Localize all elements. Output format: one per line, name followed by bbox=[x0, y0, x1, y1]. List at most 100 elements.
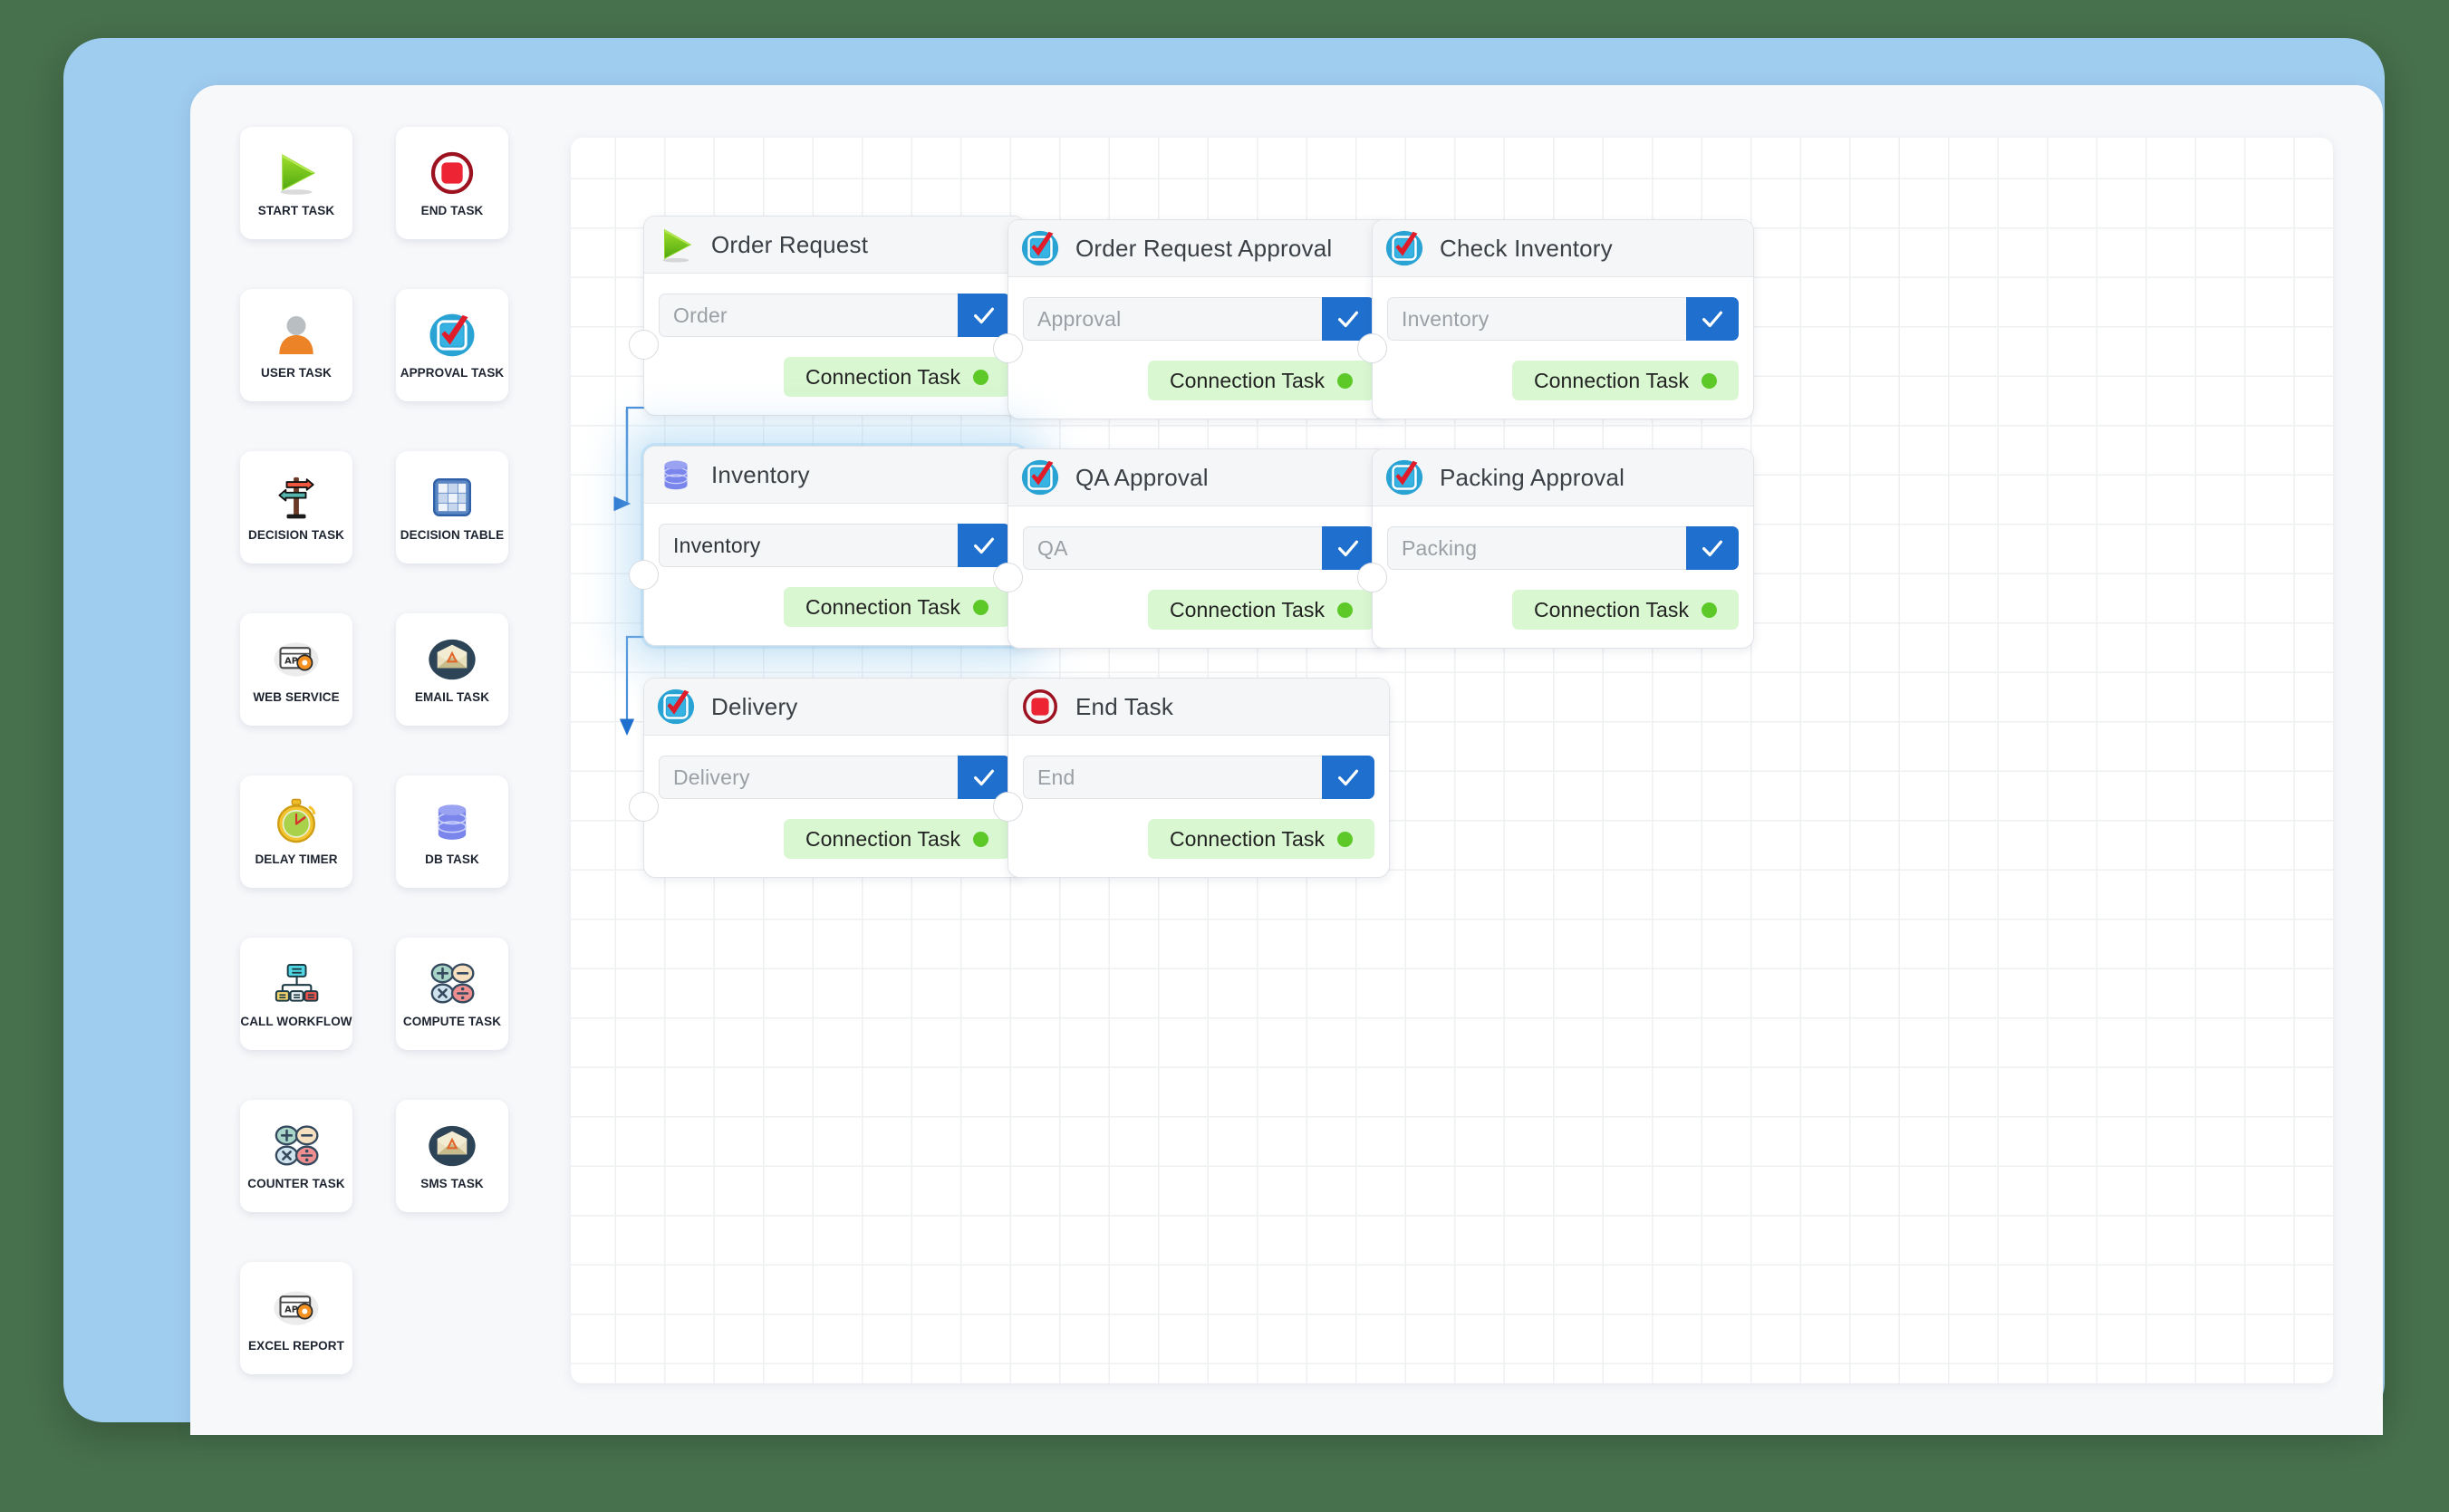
palette-item-call-workflow[interactable]: CALL WORKFLOW bbox=[240, 938, 352, 1050]
palette-item-label: END TASK bbox=[420, 204, 484, 218]
web-service-icon: API bbox=[268, 634, 324, 685]
palette-item-user-task[interactable]: USER TASK bbox=[240, 289, 352, 401]
node-confirm-button[interactable] bbox=[1686, 526, 1739, 570]
device-bezel: START TASK END TASK USER TASK APPROVAL TASK… bbox=[63, 38, 2385, 1435]
palette-item-compute-task[interactable]: COMPUTE TASK bbox=[396, 938, 508, 1050]
palette-item-delay-timer[interactable]: DELAY TIMER bbox=[240, 775, 352, 888]
db-task-icon bbox=[655, 454, 697, 496]
node-input-port[interactable] bbox=[993, 792, 1023, 822]
node-field-row: Packing bbox=[1387, 526, 1739, 570]
node-name-input[interactable]: QA bbox=[1023, 526, 1322, 570]
node-name-input[interactable]: Order bbox=[659, 294, 958, 337]
connection-output-port[interactable] bbox=[1702, 372, 1718, 389]
node-confirm-button[interactable] bbox=[958, 756, 1010, 799]
connection-task-badge[interactable]: Connection Task bbox=[784, 819, 1010, 859]
node-input-port[interactable] bbox=[629, 792, 659, 822]
node-name-input[interactable]: Packing bbox=[1387, 526, 1686, 570]
node-field-row: QA bbox=[1023, 526, 1374, 570]
node-input-port[interactable] bbox=[629, 560, 659, 590]
connection-task-badge[interactable]: Connection Task bbox=[1148, 819, 1374, 859]
call-workflow-icon bbox=[268, 958, 324, 1009]
node-input-port[interactable] bbox=[993, 563, 1023, 592]
node-name-input[interactable]: Delivery bbox=[659, 756, 958, 799]
node-name-input[interactable]: Inventory bbox=[1387, 297, 1686, 341]
node-name-input[interactable]: Approval bbox=[1023, 297, 1322, 341]
palette-item-db-task[interactable]: DB TASK bbox=[396, 775, 508, 888]
node-title: Check Inventory bbox=[1440, 234, 1613, 262]
node-input-port[interactable] bbox=[1357, 563, 1387, 592]
delay-timer-icon bbox=[268, 796, 324, 847]
node-confirm-button[interactable] bbox=[1322, 756, 1374, 799]
connection-task-badge[interactable]: Connection Task bbox=[1512, 590, 1739, 630]
approval-task-icon bbox=[1019, 457, 1061, 498]
connection-output-port[interactable] bbox=[1337, 602, 1354, 618]
node-field-row: Approval bbox=[1023, 297, 1374, 341]
palette-item-start-task[interactable]: START TASK bbox=[240, 127, 352, 239]
db-task-icon bbox=[424, 796, 480, 847]
connection-task-label: Connection Task bbox=[1169, 597, 1326, 621]
connection-output-port[interactable] bbox=[973, 831, 989, 847]
palette-item-end-task[interactable]: END TASK bbox=[396, 127, 508, 239]
connection-output-port[interactable] bbox=[1702, 602, 1718, 618]
connection-task-badge[interactable]: Connection Task bbox=[784, 357, 1010, 397]
palette-item-decision-table[interactable]: DECISION TABLE bbox=[396, 451, 508, 563]
palette-item-decision-task[interactable]: DECISION TASK bbox=[240, 451, 352, 563]
node-confirm-button[interactable] bbox=[1322, 526, 1374, 570]
connection-task-badge[interactable]: Connection Task bbox=[1148, 590, 1374, 630]
node-field-row: Inventory bbox=[1387, 297, 1739, 341]
palette-item-sms-task[interactable]: SMS TASK bbox=[396, 1100, 508, 1212]
palette-item-email-task[interactable]: EMAIL TASK bbox=[396, 613, 508, 726]
node-header: Delivery bbox=[644, 679, 1025, 736]
node-header: Order Request bbox=[644, 217, 1025, 274]
connection-task-label: Connection Task bbox=[1533, 368, 1690, 392]
palette-item-approval-task[interactable]: APPROVAL TASK bbox=[396, 289, 508, 401]
connection-task-badge[interactable]: Connection Task bbox=[1512, 361, 1739, 400]
node-confirm-button[interactable] bbox=[958, 524, 1010, 567]
node-title: Order Request bbox=[711, 230, 869, 258]
node-input-port[interactable] bbox=[629, 330, 659, 360]
connection-output-port[interactable] bbox=[973, 599, 989, 615]
palette-item-label: COMPUTE TASK bbox=[402, 1015, 502, 1029]
connection-output-port[interactable] bbox=[1337, 831, 1354, 847]
connection-task-badge[interactable]: Connection Task bbox=[784, 587, 1010, 627]
node-confirm-button[interactable] bbox=[958, 294, 1010, 337]
palette-item-label: DECISION TABLE bbox=[400, 528, 505, 543]
start-task-icon bbox=[655, 224, 697, 265]
node-name-input[interactable]: Inventory bbox=[659, 524, 958, 567]
node-confirm-button[interactable] bbox=[1322, 297, 1374, 341]
connection-task-label: Connection Task bbox=[805, 826, 961, 851]
node-field-row: End bbox=[1023, 756, 1374, 799]
node-input-port[interactable] bbox=[1357, 333, 1387, 363]
connection-output-port[interactable] bbox=[973, 369, 989, 385]
connection-output-port[interactable] bbox=[1337, 372, 1354, 389]
node-header: Check Inventory bbox=[1373, 220, 1753, 277]
node-input-port[interactable] bbox=[993, 333, 1023, 363]
connection-task-badge[interactable]: Connection Task bbox=[1148, 361, 1374, 400]
node-title: Inventory bbox=[711, 460, 810, 488]
approval-task-icon bbox=[1019, 227, 1061, 269]
node-body: QA Connection Task bbox=[993, 506, 1389, 648]
palette-item-label: EMAIL TASK bbox=[414, 690, 490, 705]
node-name-input[interactable]: End bbox=[1023, 756, 1322, 799]
counter-task-icon bbox=[268, 1121, 324, 1171]
palette-item-label: SMS TASK bbox=[420, 1177, 484, 1191]
palette-item-counter-task[interactable]: COUNTER TASK bbox=[240, 1100, 352, 1212]
approval-task-icon bbox=[1384, 457, 1425, 498]
node-confirm-button[interactable] bbox=[1686, 297, 1739, 341]
palette-item-label: USER TASK bbox=[261, 366, 332, 380]
